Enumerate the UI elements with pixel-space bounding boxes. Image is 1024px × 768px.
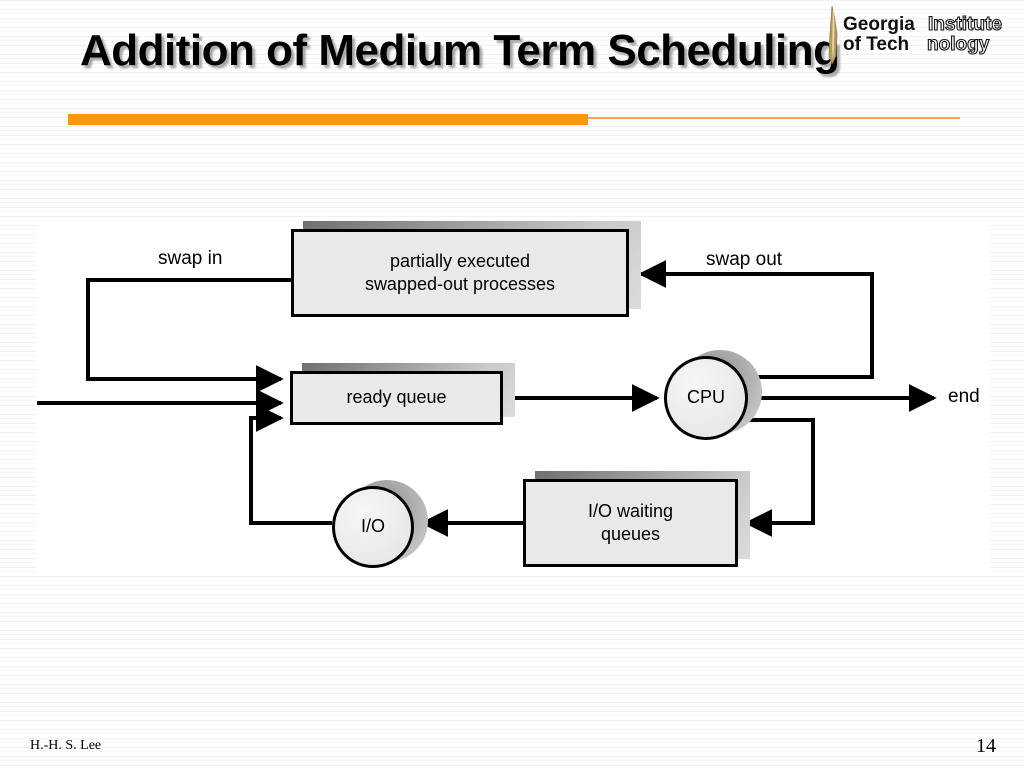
accent-bar-thick bbox=[68, 114, 588, 125]
node-cpu-label: CPU bbox=[686, 387, 725, 408]
footer-author: H.-H. S. Lee bbox=[30, 738, 102, 753]
logo-nology-text: nology bbox=[927, 34, 990, 55]
node-iowait-label-line2: queues bbox=[600, 524, 661, 544]
edge-label-swap-in: swap in bbox=[158, 248, 223, 269]
page-title: Addition of Medium Term Scheduling bbox=[80, 26, 840, 75]
node-swapped-label-line1: partially executed bbox=[389, 250, 531, 271]
georgia-tech-logo: Georgia Institute of Tech nology bbox=[810, 4, 1010, 66]
logo-georgia-text: Georgia bbox=[843, 14, 915, 35]
node-iowait-label-line1: I/O waiting bbox=[587, 500, 674, 521]
node-cpu: CPU bbox=[664, 356, 748, 440]
node-io: I/O bbox=[332, 486, 414, 568]
edge-label-swap-out: swap out bbox=[706, 249, 783, 270]
footer-page-number: 14 bbox=[976, 735, 996, 757]
node-swapped-label-line2: swapped-out processes bbox=[364, 274, 556, 294]
logo-of-tech-text: of Tech bbox=[843, 34, 909, 55]
node-ready-queue: ready queue bbox=[290, 371, 503, 425]
logo-institute-text: Institute bbox=[928, 14, 1002, 35]
node-io-label: I/O bbox=[360, 516, 385, 537]
node-ready-label: ready queue bbox=[346, 387, 447, 408]
node-swapped-out-processes: partially executed swapped-out processes bbox=[291, 229, 629, 317]
edge-label-end: end bbox=[948, 386, 980, 407]
node-io-waiting-queues: I/O waiting queues bbox=[523, 479, 738, 567]
accent-bar-thin bbox=[588, 117, 960, 119]
